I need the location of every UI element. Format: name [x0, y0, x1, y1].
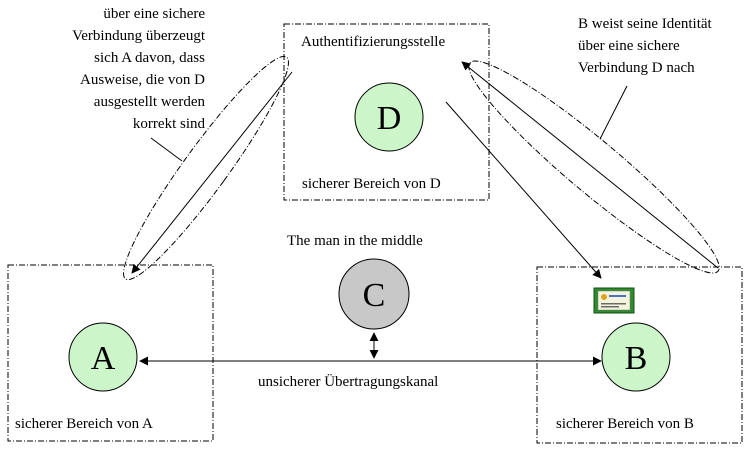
annotation-leader-left [150, 137, 183, 162]
node-b-label: B [625, 340, 648, 377]
node-d-circle [354, 82, 424, 152]
annotation-right-line: B weist seine Identität [578, 16, 713, 32]
arrow-d-to-a [131, 71, 293, 274]
node-b: B [601, 322, 671, 392]
node-b-circle [601, 322, 671, 392]
node-c: C [338, 258, 410, 330]
annotation-right-line: über eine sichere [578, 38, 680, 54]
authority-title: Authentifizierungsstelle [301, 34, 445, 50]
arrow-d-to-b [445, 101, 602, 279]
node-c-circle [338, 258, 410, 330]
secure-region-a [7, 264, 214, 442]
channel-label: unsicherer Übertragungskanal [258, 373, 438, 390]
node-a-circle [68, 322, 138, 392]
secure-region-d [283, 23, 490, 201]
secure-region-b [536, 266, 743, 444]
secure-connection-a-d [123, 55, 289, 281]
secure-connection-b-d [468, 60, 720, 274]
annotation-left-line: Ausweise, die von D [80, 72, 205, 88]
node-c-label: C [363, 277, 386, 314]
region-label-b: sicherer Bereich von B [556, 416, 694, 432]
annotation-left: über eine sichere Verbindung überzeugt s… [72, 6, 206, 132]
annotation-left-line: Verbindung überzeugt [72, 28, 206, 44]
annotation-left-line: sich A davon, dass [94, 50, 205, 66]
arrow-b-to-d [461, 61, 719, 269]
annotation-left-line: korrekt sind [133, 116, 206, 132]
node-d-label: D [377, 100, 402, 137]
annotation-left-line: über eine sichere [103, 6, 205, 22]
node-a: A [68, 322, 138, 392]
node-d: D [354, 82, 424, 152]
region-label-a: sicherer Bereich von A [15, 416, 153, 432]
middle-label: The man in the middle [287, 233, 423, 249]
annotation-left-line: ausgestellt werden [94, 94, 206, 110]
region-label-d: sicherer Bereich von D [302, 176, 441, 192]
annotation-right-line: Verbindung D nach [578, 60, 695, 76]
node-a-label: A [91, 340, 116, 377]
annotation-right: B weist seine Identität über eine sicher… [578, 16, 713, 76]
certificate-icon [593, 287, 635, 314]
annotation-leader-right [599, 85, 628, 140]
